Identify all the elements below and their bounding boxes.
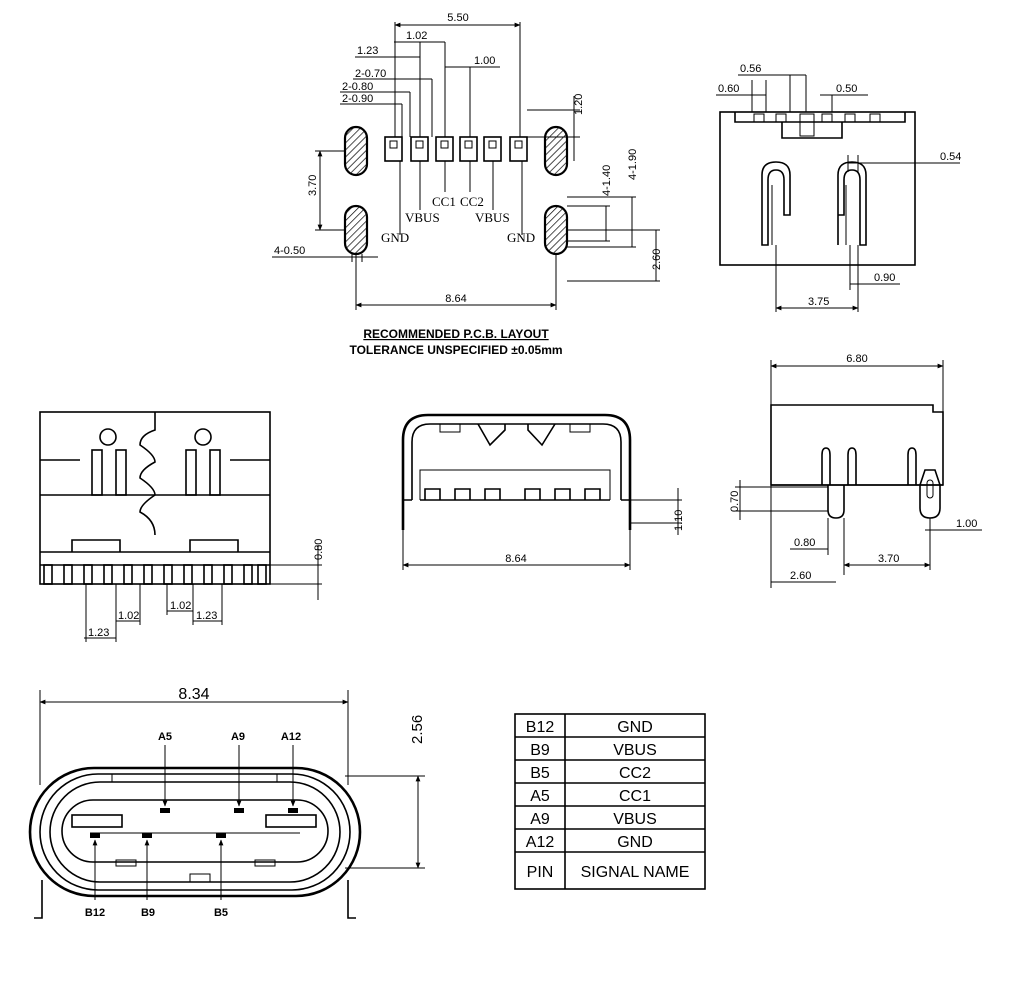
dim-0-80: 0.80 [313,539,325,560]
table-header-signal: SIGNAL NAME [581,864,690,881]
dim-4-0-50: 4-0.50 [274,245,305,257]
dim-4-1-40: 4-1.40 [601,165,613,196]
dim-1-02-right: 1.02 [170,600,191,612]
pin-callout-a5: A5 [158,731,172,743]
pin-label-cc1: CC1 [432,194,456,209]
pin-callout-b5: B5 [214,907,228,919]
dim-5-50: 5.50 [447,12,468,24]
dim-2-60-side: 2.60 [790,570,811,582]
dim-0-56: 0.56 [740,63,761,75]
dim-0-54: 0.54 [940,151,961,163]
pcb-layout-view: 5.50 1.02 1.23 1.00 2-0.70 2-0.80 2-0.90… [272,12,663,357]
rear-view: 1.10 8.64 [401,413,685,570]
pin-label-vbus-left: VBUS [405,210,440,225]
table-row-2-signal: VBUS [613,742,657,759]
layout-caption-tolerance: TOLERANCE UNSPECIFIED ±0.05mm [349,343,562,357]
table-row-5-signal: VBUS [613,811,657,828]
front-view: 0.80 1.23 1.02 1.02 1.23 [39,411,325,642]
dim-1-23-left: 1.23 [88,627,109,639]
dim-1-02-left: 1.02 [118,610,139,622]
dim-2-0-80: 2-0.80 [342,81,373,93]
pin-callout-a12: A12 [281,731,301,743]
table-row-4-pin: A5 [530,788,550,805]
pin-callout-a9: A9 [231,731,245,743]
smd-pads [384,136,528,162]
table-header-pin: PIN [527,864,554,881]
layout-caption-title: RECOMMENDED P.C.B. LAYOUT [363,327,549,341]
dim-3-75: 3.75 [808,296,829,308]
dim-1-10: 1.10 [673,510,685,531]
table-row-6-signal: GND [617,834,653,851]
pin-callout-b9: B9 [141,907,155,919]
dim-2-0-70: 2-0.70 [355,68,386,80]
dim-8-34: 8.34 [178,686,209,703]
pin-label-gnd-right: GND [507,230,535,245]
pin-callout-b12: B12 [85,907,105,919]
pin-label-cc2: CC2 [460,194,484,209]
dim-0-80-side: 0.80 [794,537,815,549]
dim-1-23-right: 1.23 [196,610,217,622]
dim-1-20: 1.20 [573,94,585,115]
dim-8-64-pcb: 8.64 [445,293,466,305]
dim-2-60: 2.60 [651,249,663,270]
dim-0-50: 0.50 [836,83,857,95]
dim-6-80: 6.80 [846,353,867,365]
receptacle-front-view: 8.34 A5 A9 A12 B12 B9 B5 2.56 [28,686,426,919]
table-row-6-pin: A12 [526,834,555,851]
dim-1-00-side: 1.00 [956,518,977,530]
side-view: 6.80 0.70 0.80 3.70 2.60 1.00 [729,353,982,588]
pin-signal-table: B12 GND B9 VBUS B5 CC2 A5 CC1 A9 VBUS A1… [514,713,706,890]
dim-1-02: 1.02 [406,30,427,42]
table-row-3-signal: CC2 [619,765,651,782]
table-row-1-signal: GND [617,719,653,736]
dim-3-70: 3.70 [307,175,319,196]
dim-2-56: 2.56 [409,715,426,744]
table-row-4-signal: CC1 [619,788,651,805]
table-row-1-pin: B12 [526,719,555,736]
dim-8-64-rear: 8.64 [505,553,526,565]
dim-0-60: 0.60 [718,83,739,95]
dim-1-23: 1.23 [357,45,378,57]
dim-2-0-90: 2-0.90 [342,93,373,105]
dim-1-00: 1.00 [474,55,495,67]
pin-label-vbus-right: VBUS [475,210,510,225]
table-row-2-pin: B9 [530,742,550,759]
table-row-5-pin: A9 [530,811,550,828]
dim-4-1-90: 4-1.90 [627,149,639,180]
dim-3-70-side: 3.70 [878,553,899,565]
dim-0-70: 0.70 [729,491,741,512]
side-section-view: 0.56 0.60 0.50 0.54 3.75 0.90 [716,63,961,312]
dim-0-90: 0.90 [874,272,895,284]
table-row-3-pin: B5 [530,765,550,782]
pin-label-gnd-left: GND [381,230,409,245]
